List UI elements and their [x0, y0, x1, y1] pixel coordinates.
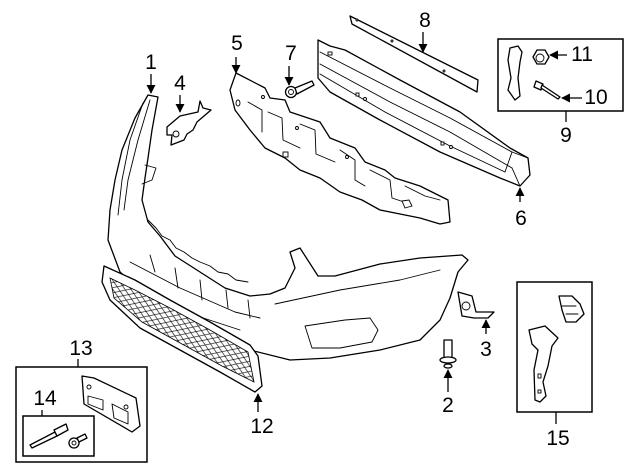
part-15-sensor — [558, 295, 585, 323]
callout-15: 15 — [546, 427, 569, 450]
kit-box-13[interactable] — [15, 366, 148, 463]
callout-10: 10 — [584, 86, 607, 109]
kit-box-15[interactable] — [516, 281, 593, 413]
part-2-push-pin[interactable] — [439, 339, 457, 369]
part-13-bracket — [81, 375, 141, 433]
callout-1: 1 — [145, 51, 157, 74]
part-11-nut — [532, 49, 550, 65]
callout-labels: 1 2 3 4 5 6 7 8 9 10 11 12 13 14 15 — [33, 9, 607, 450]
part-12-lower-grille[interactable] — [101, 265, 263, 393]
callout-8: 8 — [419, 9, 431, 32]
callout-6: 6 — [515, 207, 527, 230]
part-9-bracket — [507, 45, 523, 101]
callout-4: 4 — [174, 72, 186, 95]
callout-14: 14 — [33, 387, 57, 410]
part-5-energy-absorber[interactable] — [229, 72, 451, 225]
callout-13: 13 — [69, 337, 92, 360]
kit-box-9[interactable] — [497, 38, 624, 112]
callout-3: 3 — [480, 338, 492, 361]
callout-2: 2 — [442, 394, 454, 417]
part-6-impact-bar[interactable] — [317, 39, 531, 187]
callout-5: 5 — [231, 32, 243, 55]
part-15-bracket — [528, 325, 559, 403]
part-14-fasteners — [29, 423, 88, 449]
part-10-rivet — [533, 80, 561, 100]
leader-lines — [41, 32, 582, 424]
part-7-bolt[interactable] — [284, 80, 315, 99]
callout-11: 11 — [571, 43, 593, 66]
callout-7: 7 — [285, 42, 297, 65]
part-4-upper-bracket[interactable] — [166, 100, 212, 146]
callout-12: 12 — [250, 415, 273, 438]
part-8-seal-strip[interactable] — [349, 15, 479, 93]
part-3-side-bracket[interactable] — [457, 291, 495, 319]
callout-9: 9 — [560, 124, 572, 147]
